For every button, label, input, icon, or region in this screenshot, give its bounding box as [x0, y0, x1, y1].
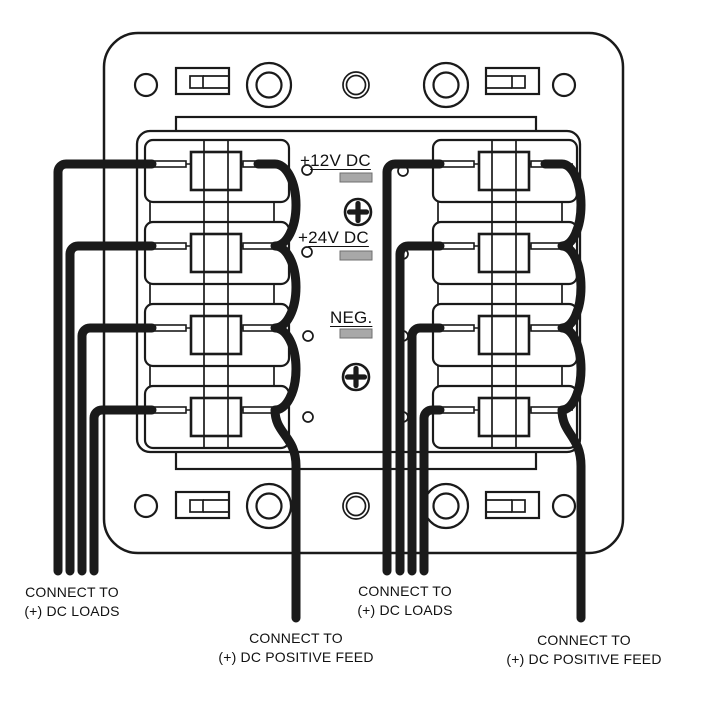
mounting-row-bottom — [133, 482, 577, 530]
keyhole-slot-icon — [174, 66, 231, 96]
load-wire — [53, 159, 157, 576]
fuse-holder — [431, 384, 579, 450]
fuse-bank-left — [143, 138, 291, 450]
mounting-hole-icon — [133, 72, 159, 98]
fuse-holder — [431, 302, 579, 368]
annotation-loads-left: CONNECT TO (+) DC LOADS — [24, 584, 120, 619]
keyhole-slot-icon — [174, 490, 231, 520]
pilot-hole-icon — [302, 411, 314, 423]
fuse-rail-lines — [437, 140, 563, 448]
mounting-row-top — [133, 61, 577, 109]
load-wire — [419, 405, 445, 576]
mounting-hole-icon — [551, 493, 577, 519]
panel-outline — [102, 31, 625, 555]
load-wire — [407, 323, 445, 576]
positive-feed-wire — [253, 159, 301, 623]
led-indicator-neg — [339, 328, 373, 339]
plate-label-12v: +12V DC — [300, 151, 371, 170]
plus-sign: + — [300, 151, 311, 170]
fuse-rail-lines — [149, 140, 275, 448]
screw-icon — [343, 364, 369, 390]
mounting-hole-icon — [551, 72, 577, 98]
plate-label-24v: +24V DC — [298, 228, 369, 247]
keyhole-slot-icon — [484, 490, 541, 520]
grommet-icon — [245, 61, 293, 109]
mounting-hole-icon — [133, 493, 159, 519]
load-wire — [65, 241, 157, 576]
annotation-feed-right: CONNECT TO (+) DC POSITIVE FEED — [506, 632, 662, 667]
led-indicators — [339, 172, 373, 339]
plate-top-flange — [174, 115, 538, 134]
led-indicator-24v — [339, 250, 373, 261]
grommet-icon — [422, 61, 470, 109]
keyhole-slot-icon — [484, 66, 541, 96]
wiring — [53, 159, 586, 623]
load-wire — [382, 159, 445, 576]
plate-label-neg: NEG. — [330, 308, 373, 327]
led-indicator-12v — [339, 172, 373, 183]
center-hole-icon — [342, 492, 370, 520]
annotation-feed-center: CONNECT TO (+) DC POSITIVE FEED — [218, 630, 374, 665]
fuse-holder — [143, 220, 291, 286]
fuse-bank-right — [431, 138, 579, 450]
load-wire — [89, 405, 157, 576]
pilot-hole-icon — [301, 164, 313, 176]
pilot-hole-icon — [302, 330, 314, 342]
annotation-loads-right: CONNECT TO (+) DC LOADS — [357, 583, 453, 618]
center-hole-icon — [342, 71, 370, 99]
plus-sign: + — [298, 228, 309, 247]
fuse-holder — [431, 138, 579, 204]
screw-icon — [345, 199, 371, 225]
grommet-icon — [245, 482, 293, 530]
pilot-hole-icon — [301, 246, 313, 258]
grommet-icon — [422, 482, 470, 530]
fuse-holder — [143, 384, 291, 450]
fuse-holder — [143, 302, 291, 368]
fuse-holder — [143, 138, 291, 204]
load-wire — [77, 323, 157, 576]
positive-feed-wire — [540, 159, 586, 623]
fuse-holder — [431, 220, 579, 286]
load-wire — [395, 241, 445, 576]
